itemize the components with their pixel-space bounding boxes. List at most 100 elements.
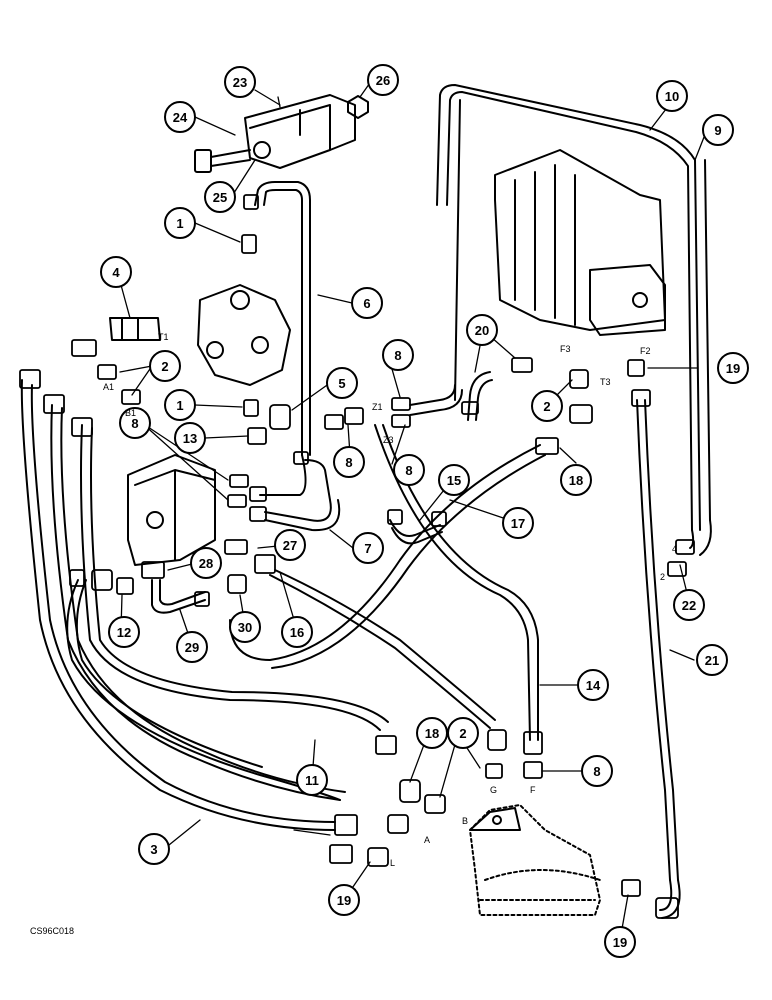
callout-number: 8 xyxy=(405,463,412,478)
callout-c21: 21 xyxy=(696,644,728,676)
fitting-29-end xyxy=(194,591,210,607)
drawing-code: CS96C018 xyxy=(30,926,74,936)
fitting-16-end xyxy=(254,554,276,574)
pipe-7-b xyxy=(264,499,341,532)
callout-circle xyxy=(393,454,425,486)
callout-circle xyxy=(382,339,414,371)
callout-c29: 29 xyxy=(176,631,208,663)
hose-3 xyxy=(20,379,336,831)
callout-circle xyxy=(604,926,636,958)
fitting-2-a xyxy=(387,814,409,834)
port-l: L xyxy=(390,858,395,868)
callout-c8c: 8 xyxy=(333,446,365,478)
fitting-7-b xyxy=(249,506,267,522)
callout-number: 10 xyxy=(665,89,679,104)
fitting-22b xyxy=(667,561,687,577)
callout-c18b: 18 xyxy=(416,717,448,749)
pipe-20-b xyxy=(475,379,493,421)
callout-c25: 25 xyxy=(204,181,236,213)
callout-number: 5 xyxy=(338,376,345,391)
callout-circle xyxy=(164,101,196,133)
port-t1: T1 xyxy=(158,332,169,342)
fitting-7-a xyxy=(249,486,267,502)
callout-c13: 13 xyxy=(174,422,206,454)
callout-c8a: 8 xyxy=(382,339,414,371)
port-2: 2 xyxy=(660,572,665,582)
callout-number: 7 xyxy=(364,541,371,556)
callout-circle xyxy=(696,644,728,676)
fitting-2-t3 xyxy=(569,369,589,389)
fittings xyxy=(19,194,695,919)
port-b: B xyxy=(462,816,468,826)
fitting-hose-end-1 xyxy=(19,369,41,389)
fitting-8-f xyxy=(523,761,543,779)
fitting-1b xyxy=(243,399,259,417)
callout-c18a: 18 xyxy=(560,464,592,496)
callout-circle xyxy=(438,464,470,496)
callout-number: 28 xyxy=(199,556,213,571)
callout-number: 14 xyxy=(586,678,601,693)
callout-c22: 22 xyxy=(673,589,705,621)
hose-17 xyxy=(229,444,541,661)
hose-11a xyxy=(50,404,341,801)
callout-number: 24 xyxy=(173,110,188,125)
callout-circle xyxy=(281,616,313,648)
callout-number: 18 xyxy=(425,726,439,741)
fitting-19-l xyxy=(367,847,389,867)
callout-circle xyxy=(560,464,592,496)
fitting-20-bottom xyxy=(461,401,479,415)
callout-circle xyxy=(466,314,498,346)
fitting-19-f2 xyxy=(627,359,645,377)
callout-c6: 6 xyxy=(351,287,383,319)
callout-number: 2 xyxy=(459,726,466,741)
hose-21-b xyxy=(644,399,679,881)
callout-c12: 12 xyxy=(108,616,140,648)
fitting-22a xyxy=(675,539,695,555)
washer-25 xyxy=(253,141,271,159)
callout-number: 2 xyxy=(161,359,168,374)
callout-number: 11 xyxy=(305,773,319,788)
valve-block-28-lines xyxy=(134,469,216,561)
callout-c4: 4 xyxy=(100,256,132,288)
callout-circle xyxy=(531,390,563,422)
callout-number: 19 xyxy=(613,935,627,950)
callout-number: 3 xyxy=(150,842,157,857)
port-f2: F2 xyxy=(640,346,651,356)
callout-c26: 26 xyxy=(367,64,399,96)
pilot-valve-port-1 xyxy=(230,290,250,310)
port-f3: F3 xyxy=(560,344,571,354)
callout-number: 17 xyxy=(511,516,525,531)
fitting-8c xyxy=(324,414,344,430)
callout-number: 21 xyxy=(705,653,719,668)
callout-c8b: 8 xyxy=(119,407,151,439)
callout-circle xyxy=(333,446,365,478)
callout-circle xyxy=(164,389,196,421)
callout-circle xyxy=(702,114,734,146)
bolt-24-head xyxy=(194,149,212,173)
callout-c19c: 19 xyxy=(604,926,636,958)
callout-circle xyxy=(717,352,749,384)
port-z3: Z3 xyxy=(383,435,394,445)
callout-circle xyxy=(164,207,196,239)
pipe-7 xyxy=(264,459,332,522)
fitting-7-top xyxy=(293,451,309,465)
callout-number: 15 xyxy=(447,473,461,488)
callout-circle xyxy=(149,350,181,382)
valve-block-port xyxy=(146,511,164,529)
pipe-10-inner xyxy=(446,91,693,531)
callout-c19b: 19 xyxy=(328,884,360,916)
valve-port xyxy=(632,292,648,308)
fitting-30 xyxy=(227,574,247,594)
callout-circle xyxy=(351,287,383,319)
port-t3: T3 xyxy=(600,377,611,387)
callout-number: 25 xyxy=(213,190,227,205)
callout-number: 8 xyxy=(345,455,352,470)
callout-circle xyxy=(229,611,261,643)
callout-circle xyxy=(367,64,399,96)
fitting-8a xyxy=(391,397,411,411)
callout-circle xyxy=(326,367,358,399)
elbow-21-bottom xyxy=(655,897,679,919)
callout-number: 22 xyxy=(682,598,696,613)
callout-c16: 16 xyxy=(281,616,313,648)
